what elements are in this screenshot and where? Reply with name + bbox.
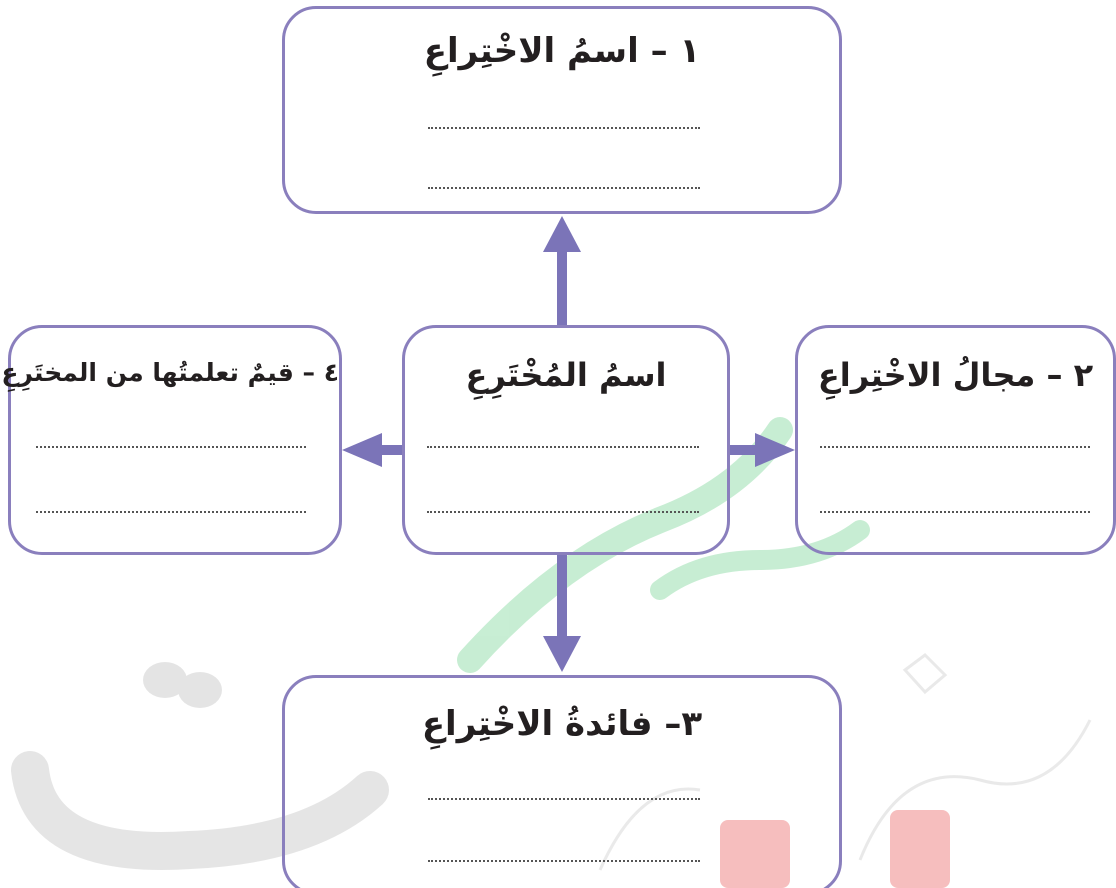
box-invention-benefit-title: ٣– فائدةُ الاخْتِراعِ xyxy=(421,704,703,744)
box-invention-name: ١ – اسمُ الاخْتِراعِ xyxy=(282,6,842,214)
arrow-right-head xyxy=(755,433,795,467)
arrow-down-head xyxy=(543,636,581,672)
answer-line-1[interactable] xyxy=(820,446,1090,448)
answer-line-2[interactable] xyxy=(36,511,306,513)
arrow-up-head xyxy=(543,216,581,252)
box-values-learned-title: ٤ – قيمٌ تعلمتُها من المختَرِعِ xyxy=(1,358,339,387)
box-invention-field-title: ٢ – مجالُ الاخْتِراعِ xyxy=(817,356,1094,394)
box-invention-field: ٢ – مجالُ الاخْتِراعِ xyxy=(795,325,1116,555)
box-invention-benefit: ٣– فائدةُ الاخْتِراعِ xyxy=(282,675,842,888)
answer-line-1[interactable] xyxy=(36,446,306,448)
box-inventor-name: اسمُ المُخْتَرِعِ xyxy=(402,325,730,555)
answer-line-2[interactable] xyxy=(428,860,700,862)
box-invention-name-title: ١ – اسمُ الاخْتِراعِ xyxy=(423,31,701,71)
box-values-learned: ٤ – قيمٌ تعلمتُها من المختَرِعِ xyxy=(1,325,342,555)
answer-line-1[interactable] xyxy=(427,446,699,448)
answer-line-2[interactable] xyxy=(428,187,700,189)
answer-line-2[interactable] xyxy=(820,511,1090,513)
answer-line-1[interactable] xyxy=(428,127,700,129)
answer-line-2[interactable] xyxy=(427,511,699,513)
arrow-left-head xyxy=(342,433,382,467)
box-inventor-name-title: اسمُ المُخْتَرِعِ xyxy=(465,356,667,394)
answer-line-1[interactable] xyxy=(428,798,700,800)
